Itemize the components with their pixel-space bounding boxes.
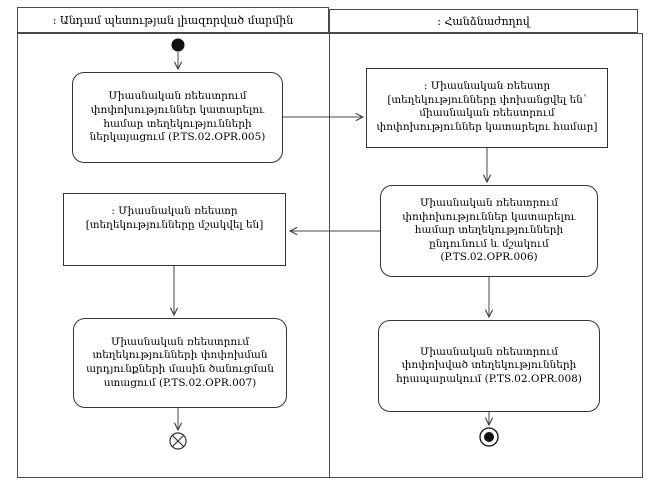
action-node-opr005-label: Միասնական ռեեստրում փոփոխություններ կատա…	[89, 90, 266, 144]
lane-header-right: : Հանձնաժողով	[329, 9, 638, 33]
action-node-opr005: Միասնական ռեեստրում փոփոխություններ կատա…	[72, 72, 283, 163]
diagram-frame	[17, 33, 643, 478]
action-node-opr008-label: Միասնական ռեեստրում փոփոխված տեղեկությու…	[396, 345, 582, 385]
object-node-transferred-label: : Միասնական ռեեստր [տեղեկությունները փոխ…	[376, 80, 598, 133]
lane-title-right: : Հանձնաժողով	[437, 14, 530, 28]
object-node-transferred: : Միասնական ռեեստր [տեղեկությունները փոխ…	[366, 68, 608, 148]
lane-divider	[329, 33, 330, 478]
action-node-opr008: Միասնական ռեեստրում փոփոխված տեղեկությու…	[378, 320, 600, 412]
object-node-processed: : Միասնական ռեեստր [տեղեկությունները մշա…	[63, 193, 286, 266]
object-node-processed-label: : Միասնական ռեեստր [տեղեկությունները մշա…	[85, 205, 264, 231]
action-node-opr007: Միասնական ռեեստրում տեղեկությունների փոփ…	[73, 318, 287, 408]
action-node-opr006-label: Միասնական ռեեստրում փոփոխություններ կատա…	[402, 196, 576, 264]
action-node-opr006: Միասնական ռեեստրում փոփոխություններ կատա…	[380, 185, 598, 277]
lane-header-left: : Անդամ պետության լիազորված մարմին	[17, 7, 329, 33]
lane-title-left: : Անդամ պետության լիազորված մարմին	[52, 13, 294, 27]
action-node-opr007-label: Միասնական ռեեստրում տեղեկությունների փոփ…	[86, 335, 274, 389]
